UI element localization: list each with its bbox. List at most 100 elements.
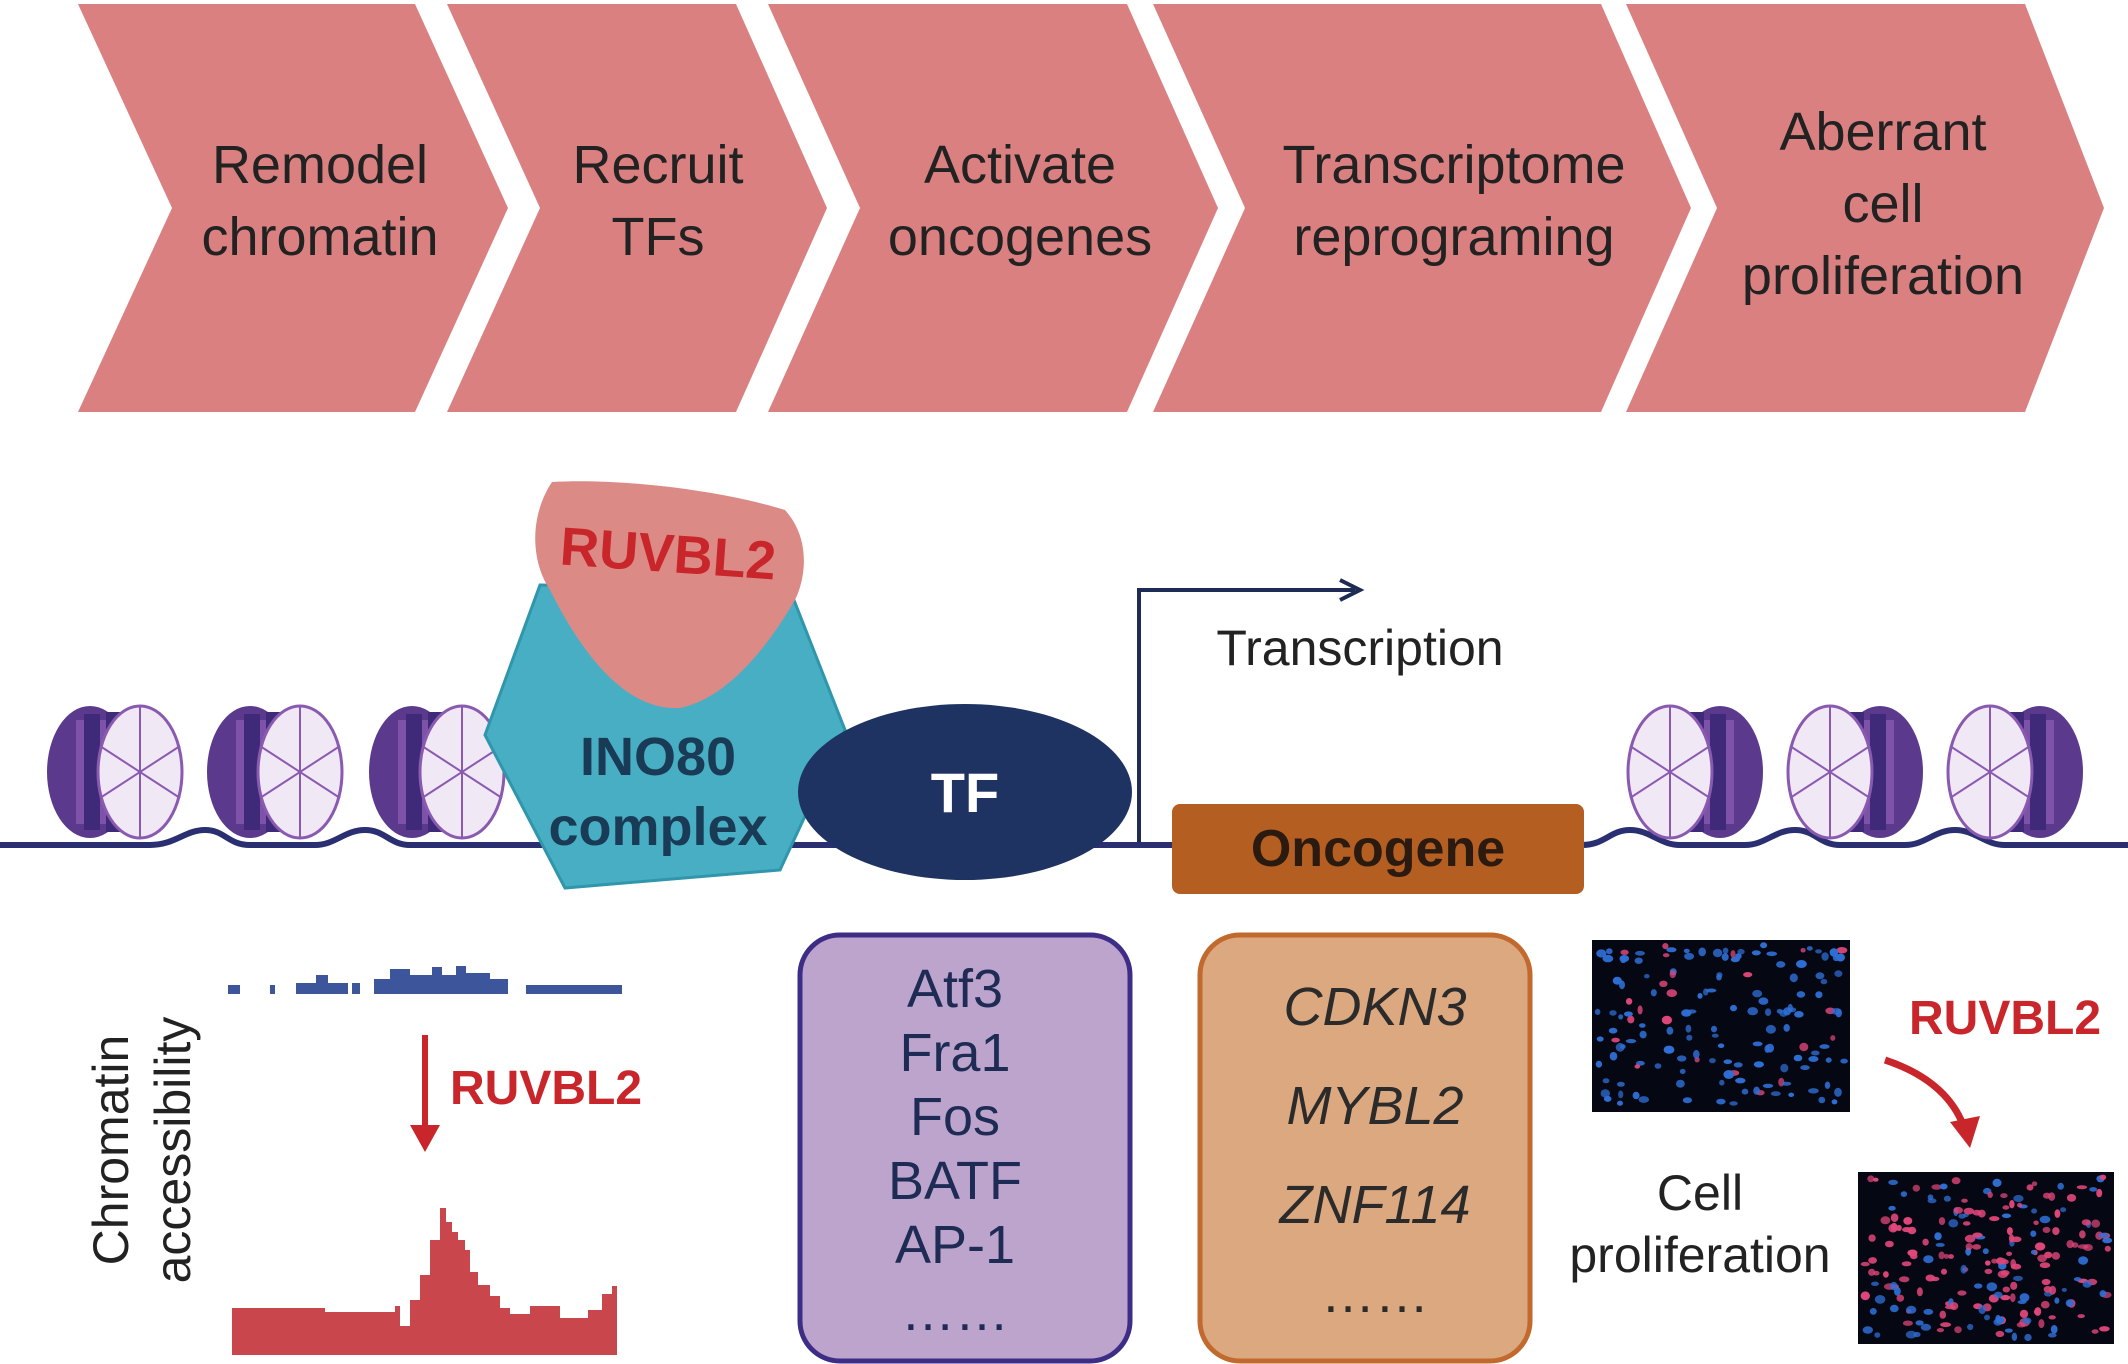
cell-nucleus [1602,954,1614,963]
proliferating-cell [2076,1185,2088,1190]
tf-list-item: BATF [888,1151,1022,1211]
tf-list-item: …… [901,1282,1009,1342]
cell-nucleus [2030,1249,2037,1255]
tf-label: TF [931,761,999,824]
nucleosome-left-3 [367,704,506,840]
proliferating-cell [2010,1293,2016,1303]
cell-nucleus [1920,1323,1932,1331]
cell-nucleus [2098,1232,2109,1238]
cell-nucleus [1765,1008,1772,1016]
proliferating-cell [1995,1330,2005,1338]
cell-nucleus [1620,956,1627,964]
down-arrow [410,1035,440,1152]
cell-nucleus [1703,988,1709,996]
cell-nucleus [1650,989,1657,997]
cell-nucleus [1638,1096,1650,1103]
cell-nucleus [1821,952,1829,961]
cell-nucleus [1682,1097,1692,1104]
proliferating-cell [1611,1037,1620,1043]
cell-nucleus [1992,1178,2002,1187]
step-label-line: cell [1842,174,1923,234]
proliferating-cell [1899,1276,1910,1283]
proliferating-cell [2043,1286,2052,1293]
step-label-line: reprograming [1293,207,1614,267]
cell-nucleus [1730,1004,1737,1012]
proliferating-cell [1669,970,1677,979]
oncogene-list-frame [1197,932,1533,1364]
step-label-line: proliferation [1742,246,2024,306]
cell-nucleus [1594,1008,1601,1016]
cell-nucleus [1935,1242,1945,1247]
cell-nucleus [1618,1014,1624,1020]
proliferating-cell [2091,1219,2101,1228]
proliferating-cell [2079,1230,2086,1239]
cell-nucleus [2065,1299,2074,1307]
cell-nucleus [1794,1011,1804,1018]
cell-nucleus [1888,1205,1896,1211]
cell-nucleus [1808,1056,1819,1062]
proliferating-cell [1880,1216,1891,1225]
proliferating-cell [1902,1320,1913,1326]
cell-nucleus [1923,1308,1934,1315]
proliferating-cell [1964,1234,1976,1243]
chevron-step-4: Transcriptome reprograming [1153,4,1691,412]
accessibility-track-before [228,966,622,994]
cell-nucleus [1693,1049,1700,1059]
cell-nucleus [1623,1011,1633,1017]
step-label-line: Aberrant [1779,102,1986,162]
cell-nucleus [1913,1331,1921,1338]
cell-nucleus [1666,1026,1674,1035]
cell-nucleus [2004,1328,2013,1333]
cell-nucleus [1793,1054,1803,1062]
chevron-shape [447,4,827,412]
cell-nucleus [1737,948,1745,955]
cell-nucleus [1684,952,1695,960]
proliferating-cell [1885,1240,1894,1248]
cell-nucleus [1686,1034,1693,1041]
cell-nucleus [1617,1081,1625,1087]
cell-nucleus [1609,1010,1617,1016]
cell-nucleus [1685,1024,1692,1033]
proliferating-cell [1984,1268,1993,1275]
cell-nucleus [1606,948,1613,955]
proliferating-cell [1868,1268,1876,1276]
proliferating-cell [2034,1307,2042,1316]
proliferating-cell [1987,1191,1993,1198]
oncogene-list-box: CDKN3 MYBL2 ZNF114 …… [1197,932,1533,1364]
proliferating-cell [1938,1217,1946,1226]
cell-nucleus [1824,1081,1831,1089]
cell-nucleus [2019,1293,2030,1302]
proliferation-label-line2: proliferation [1569,1227,1830,1283]
cell-nucleus [1890,1281,1898,1291]
proliferating-cell [1962,1221,1971,1226]
cell-nucleus [1600,1089,1611,1098]
dna-strand [0,826,2128,848]
cell-nucleus [1796,991,1806,998]
proliferating-cell [2016,1322,2026,1328]
cell-nucleus [2011,1332,2018,1342]
cell-nucleus [1978,1305,1986,1315]
curved-arrow [1883,1056,1980,1148]
cell-nucleus [2031,1208,2038,1214]
cell-nucleus [1634,957,1643,964]
nucleosome-right-2 [1786,704,1925,840]
proliferating-cell [1868,1234,1876,1242]
proliferating-cell [1901,1261,1912,1267]
proliferating-cell [1954,1326,1962,1334]
cell-nucleus [1698,947,1706,957]
proliferating-cell [2026,1184,2034,1191]
cell-nucleus [1934,1232,1942,1241]
cell-nucleus [2024,1333,2032,1342]
cell-nucleus [1815,949,1822,954]
cell-nucleus [1679,1068,1686,1075]
oncogene-list-item: MYBL2 [1286,1076,1463,1136]
proliferating-cell [1625,998,1633,1005]
cell-nucleus [1721,953,1729,961]
cell-nucleus [1831,1007,1842,1015]
proliferating-cell [2000,1270,2010,1276]
cell-nucleus [2099,1290,2107,1298]
proliferating-cell [1957,1290,1967,1296]
proliferating-cell [1910,1253,1918,1260]
accessibility-ylabel-line1: Chromatin [83,1035,139,1266]
proliferating-cell [1743,972,1753,978]
